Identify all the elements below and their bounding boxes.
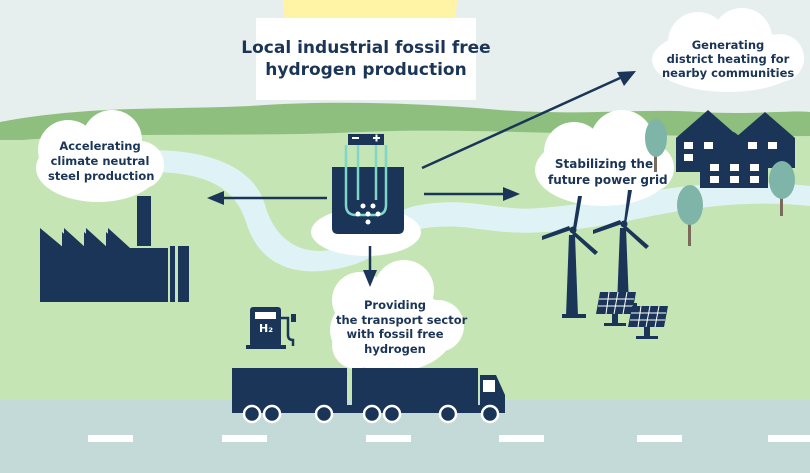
caption-grid: Stabilizing the future power grid bbox=[548, 157, 668, 187]
wind-turbine-icon bbox=[542, 190, 649, 318]
arrows bbox=[207, 71, 636, 287]
river bbox=[150, 150, 810, 272]
title-line-1: Local industrial fossil free bbox=[241, 38, 491, 58]
cloud-heating bbox=[652, 8, 804, 92]
title-line-2: hydrogen production bbox=[265, 60, 467, 80]
factory-icon bbox=[40, 196, 189, 302]
caption-steel: Accelerating climate neutral steel produ… bbox=[48, 139, 155, 183]
houses-icon bbox=[676, 110, 795, 188]
caption-transport: Providing the transport sector with foss… bbox=[336, 298, 468, 356]
title-box: Local industrial fossil free hydrogen pr… bbox=[241, 18, 491, 100]
trees bbox=[645, 119, 795, 246]
hydrogen-pump-label: H₂ bbox=[259, 322, 274, 335]
cloud-steel bbox=[36, 110, 164, 202]
solar-panel-icon bbox=[596, 291, 668, 339]
caption-heating: Generating district heating for nearby c… bbox=[662, 38, 795, 80]
cloud-grid bbox=[535, 110, 674, 206]
truck-icon bbox=[232, 368, 505, 424]
electrolyser-icon bbox=[332, 134, 404, 234]
hydrogen-pump-icon bbox=[246, 307, 296, 349]
cloud-transport bbox=[330, 260, 464, 372]
road-markings bbox=[88, 435, 810, 442]
